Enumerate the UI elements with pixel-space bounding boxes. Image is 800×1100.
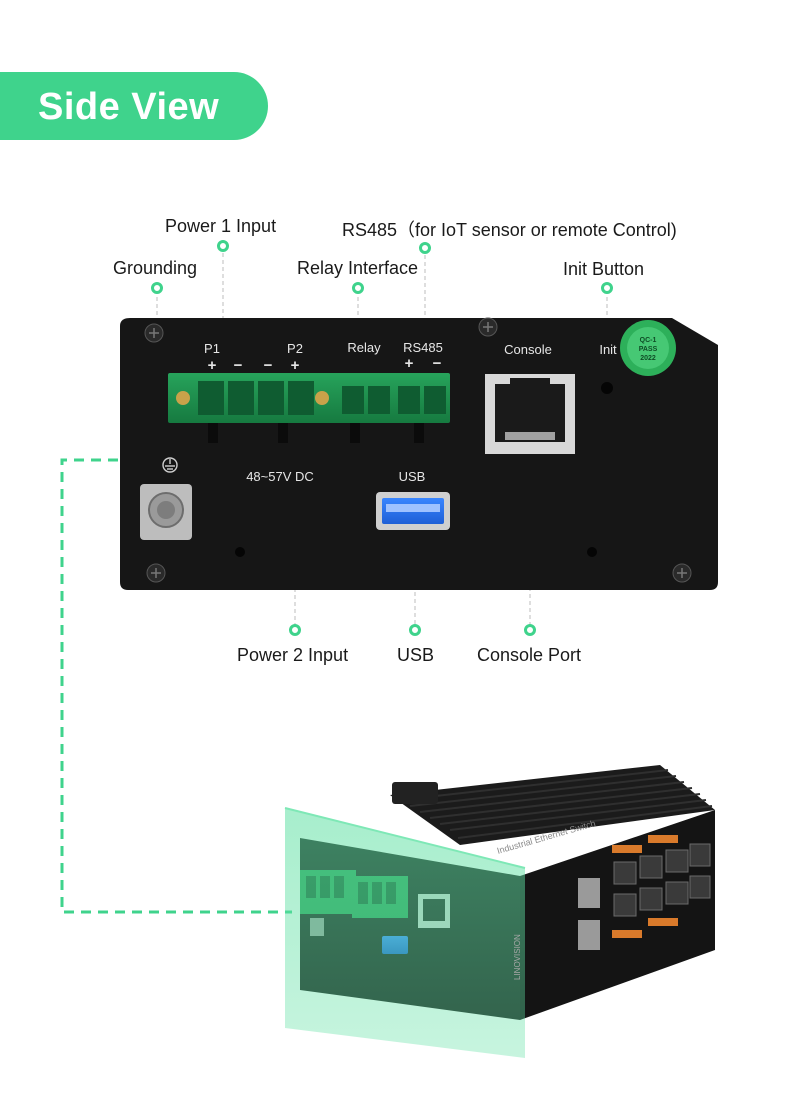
callout-dot-power2 [289,624,301,636]
callout-rs485: RS485（for IoT sensor or remote Control) [342,220,677,240]
panel-sign-p1-minus: − [234,357,243,374]
highlight-glass [285,808,525,1058]
qc-sticker-line3: 2022 [640,355,656,362]
callout-dot-grounding [151,282,163,294]
callout-power2-input: Power 2 Input [237,645,349,665]
callout-dot-init [601,282,613,294]
panel-label-usb: USB [399,469,426,484]
panel-sign-p2-minus: − [264,357,273,374]
front-panel [120,317,718,590]
panel-label-p1: P1 [204,341,220,356]
device-brand: LINOVISION [513,934,522,980]
qc-sticker-line1: QC-1 [640,337,657,344]
callout-dot-rs485 [419,242,431,254]
callout-dot-power1 [217,240,229,252]
callout-relay-interface: Relay Interface [297,258,419,278]
init-button-hole [601,382,613,394]
panel-label-init: Init [599,342,617,357]
panel-sign-p2-plus: + [291,357,300,374]
callout-console-port: Console Port [477,645,582,665]
callout-usb: USB [397,645,435,665]
section-title: Side View [38,86,220,128]
panel-label-rs485: RS485 [403,340,443,355]
section-banner: Side View [0,72,268,140]
callout-init-button: Init Button [563,259,645,279]
panel-label-console: Console [504,342,552,357]
panel-label-voltage: 48~57V DC [246,469,314,484]
device-3d-view [284,765,715,1058]
callout-dot-relay [352,282,364,294]
panel-sign-p1-plus: + [208,357,217,374]
callout-dot-console [524,624,536,636]
callout-power1-input: Power 1 Input [165,216,277,236]
callout-dot-usb [409,624,421,636]
panel-label-p2: P2 [287,341,303,356]
qc-sticker-line2: PASS [639,346,658,353]
panel-sign-rs485-minus: − [433,355,442,372]
callout-grounding: Grounding [113,258,198,278]
panel-sign-rs485-plus: + [405,355,414,372]
connector-dashed-line [60,458,292,914]
panel-label-relay: Relay [347,340,381,355]
